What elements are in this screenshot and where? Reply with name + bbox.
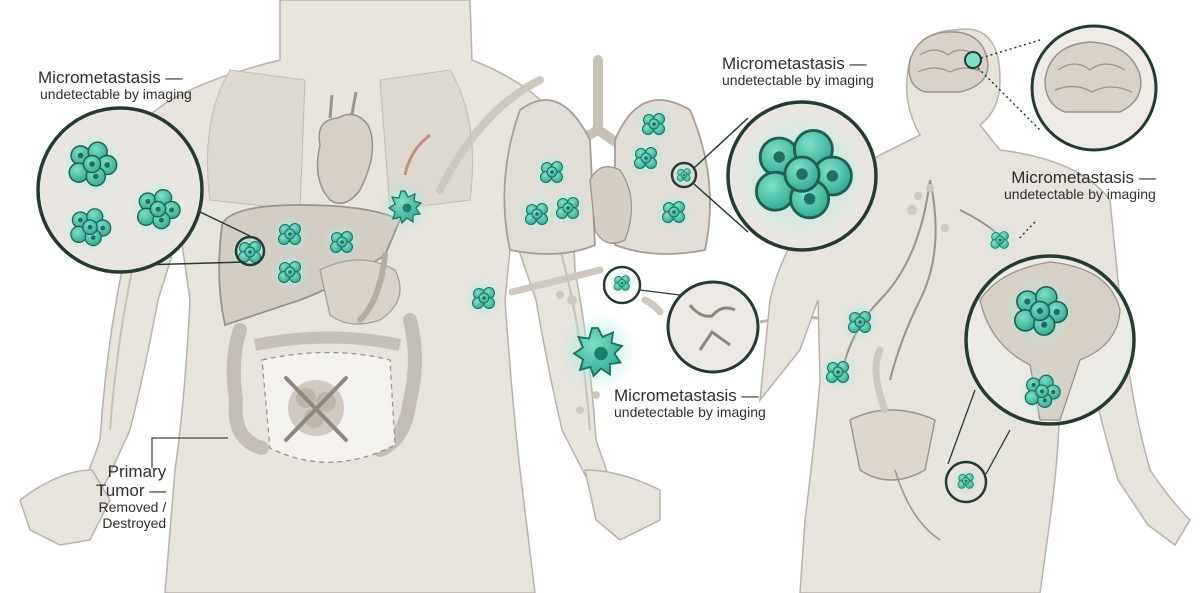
label-title: Micrometastasis — <box>614 386 759 405</box>
tumor-cluster-icon <box>983 223 1017 257</box>
label-subtitle: undetectable by imaging <box>1004 186 1156 203</box>
micrometastasis-label-brain: Micrometastasis — undetectable by imagin… <box>1004 168 1156 203</box>
primary-tumor-label: Primary Tumor — Removed / Destroyed <box>96 462 166 531</box>
label-subtitle: undetectable by imaging <box>614 404 766 421</box>
lungs-figure <box>503 55 819 414</box>
circulating-cell-icon <box>558 312 638 392</box>
left-body-figure <box>19 0 661 593</box>
label-subtitle: undetectable by imaging <box>722 72 874 89</box>
label-title: Micrometastasis — <box>722 54 867 73</box>
tumor-cluster-icon <box>839 301 881 343</box>
micrometastasis-label-circulation: Micrometastasis — undetectable by imagin… <box>614 386 766 421</box>
primary-line-2: Tumor — <box>96 481 167 501</box>
tumor-cluster-icon <box>817 351 859 393</box>
tumor-cluster-icon <box>463 277 505 319</box>
tumor-cluster-icon <box>269 213 311 255</box>
circulating-cell-icon <box>378 180 432 234</box>
primary-tumor-leader-line <box>151 437 228 468</box>
magnifier-ring-icon <box>36 106 266 274</box>
magnifier-ring-icon <box>693 100 878 252</box>
tumor-cluster-icon <box>653 191 695 233</box>
tumor-cluster-icon <box>531 151 573 193</box>
primary-line-4: Destroyed <box>102 514 167 531</box>
label-subtitle: undetectable by imaging <box>40 86 192 103</box>
micrometastasis-label-lung: Micrometastasis — undetectable by imagin… <box>722 54 874 89</box>
removed-tumor-x-icon <box>284 376 348 442</box>
tumor-cluster-icon <box>633 103 675 145</box>
primary-line-3: Removed / <box>98 499 167 516</box>
tumor-cluster-icon <box>321 221 363 263</box>
tumor-cluster-icon <box>547 187 589 229</box>
tumor-cluster-icon <box>625 137 667 179</box>
label-title: Micrometastasis — <box>1011 168 1156 187</box>
brain-icon <box>908 31 989 93</box>
micrometastasis-label-liver: Micrometastasis — undetectable by imagin… <box>38 68 192 103</box>
label-title: Micrometastasis — <box>38 68 183 87</box>
tumor-cluster-icon <box>269 251 311 293</box>
